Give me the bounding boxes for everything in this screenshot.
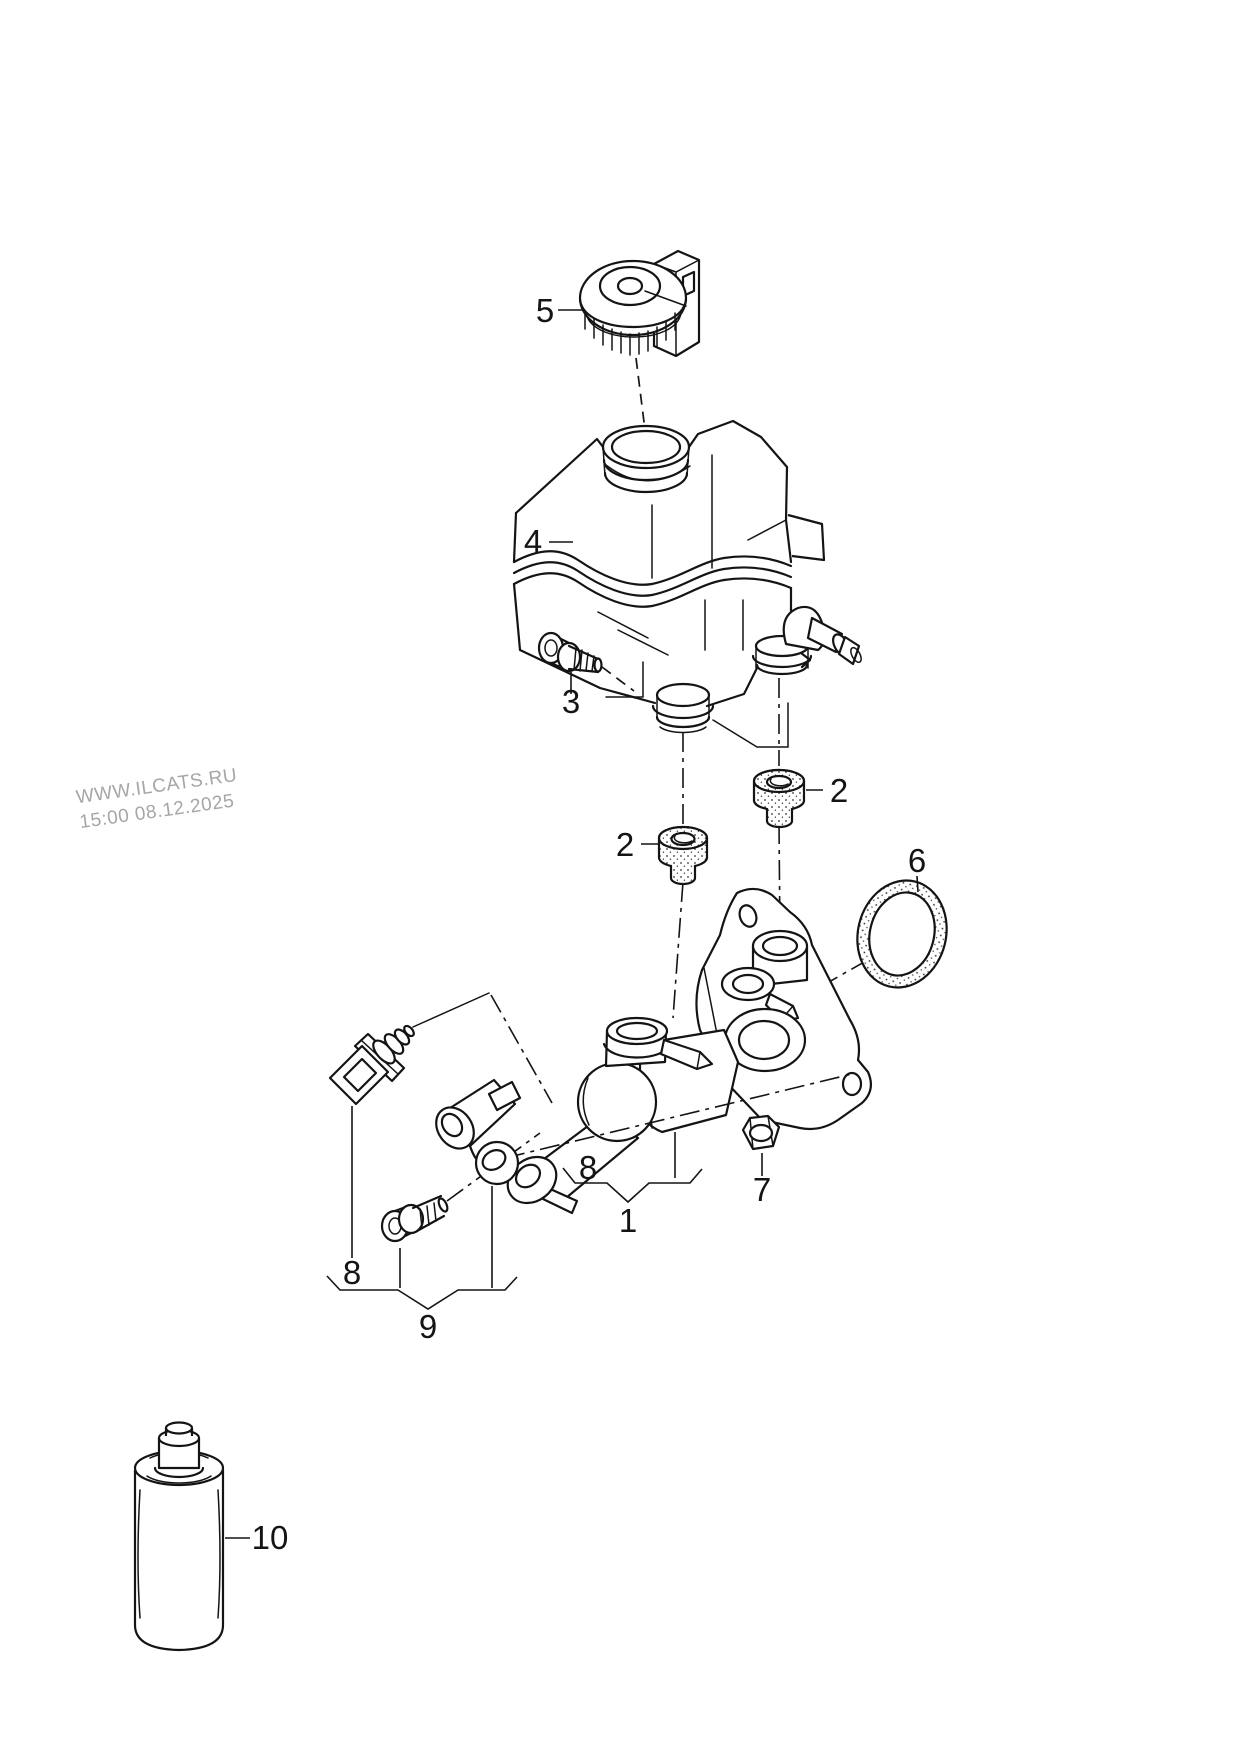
grommet-right-leader-bottom — [778, 823, 781, 941]
callout-2-right-group: 2 — [806, 772, 848, 809]
callout-6-group: 6 — [908, 842, 926, 893]
callout-1-group: 8 1 — [562, 1132, 703, 1239]
oring-drawing — [856, 879, 948, 989]
sensor-drawing — [328, 992, 490, 1106]
callout-4: 4 — [524, 523, 542, 560]
grommet-left-drawing — [657, 825, 709, 886]
callout-6: 6 — [908, 842, 926, 879]
group-1-brace — [562, 1167, 703, 1204]
reservoir-left-port — [651, 682, 715, 734]
callout-8-sensor: 8 — [343, 1254, 361, 1291]
callout-5-group: 5 — [536, 292, 583, 329]
cutaway-corner-mark — [712, 702, 789, 748]
callout-7-group: 7 — [753, 1153, 771, 1208]
callout-9: 9 — [419, 1308, 437, 1345]
callout-9-group: 9 — [326, 1186, 518, 1345]
callout-3: 3 — [562, 683, 580, 720]
grommet-right-drawing — [752, 768, 806, 829]
callout-1: 1 — [619, 1202, 637, 1239]
callout-8-sensor-group: 8 — [343, 1106, 361, 1291]
reservoir-band — [512, 550, 793, 608]
bracket-to-flange-leader — [504, 1073, 853, 1159]
nut-drawing — [741, 1114, 781, 1151]
reservoir-drawing — [512, 419, 862, 748]
reservoir-side-tab — [787, 513, 826, 562]
callout-2-left-group: 2 — [616, 826, 658, 863]
front-reservoir-port — [602, 1016, 714, 1071]
sensor-position-leader — [490, 994, 553, 1104]
callout-5: 5 — [536, 292, 554, 329]
callout-4-group: 4 — [524, 523, 573, 560]
bolt9-leader — [446, 1132, 541, 1202]
cap-ribs — [584, 310, 676, 356]
callout-2-left: 2 — [616, 826, 634, 863]
cap-leader-line — [635, 357, 647, 439]
reservoir-side-nipple — [782, 605, 862, 666]
reservoir-cap-drawing — [578, 249, 701, 439]
watermark: WWW.ILCATS.RU 15:00 08.12.2025 — [75, 765, 239, 833]
bolt-3-drawing — [537, 631, 644, 698]
fluid-bottle-drawing — [133, 1421, 225, 1652]
bolt-9-drawing — [380, 1194, 449, 1243]
callout-10-group: 10 — [225, 1519, 288, 1556]
callout-10: 10 — [252, 1519, 289, 1556]
callout-3-group: 3 — [562, 672, 580, 720]
callout-7: 7 — [753, 1171, 771, 1208]
bracket-drawing — [435, 1078, 522, 1186]
group-9-brace — [326, 1275, 518, 1310]
callout-8-group: 8 — [579, 1149, 597, 1186]
sensor-leader — [412, 992, 490, 1028]
master-cylinder-drawing — [506, 887, 873, 1215]
grommet-left-leader-bottom — [672, 881, 684, 1019]
callout-2-right: 2 — [830, 772, 848, 809]
